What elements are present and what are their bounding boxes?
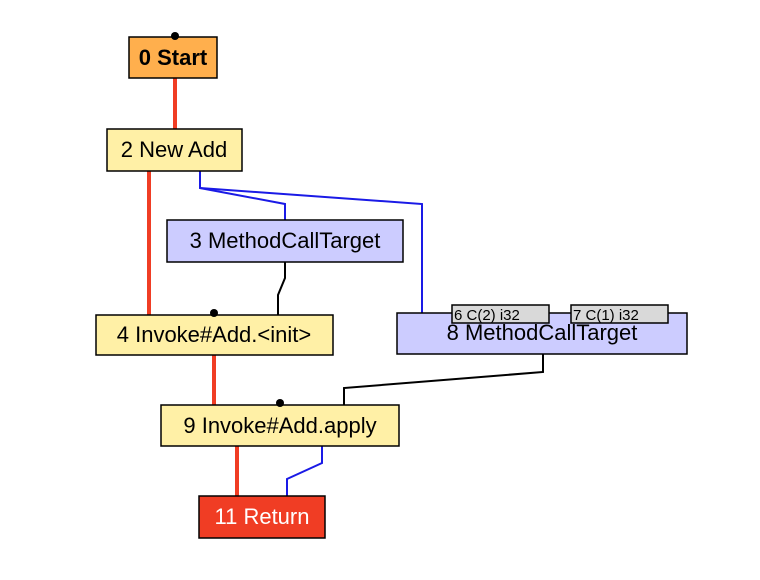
node-call-target-8-label: 8 MethodCallTarget [447,320,638,345]
node-return-box [198,495,326,539]
node-invoke-init-port [210,309,218,317]
node-return[interactable]: 11 Return [198,495,326,539]
edge-call-target-8-to-invoke-apply [343,354,544,405]
node-invoke-apply-port [276,399,284,407]
node-const-6[interactable]: 6 C(2) i32 [451,304,550,324]
node-start-port [171,32,179,40]
node-new-add-label: 2 New Add [121,137,227,162]
node-call-target-3-box [166,219,404,263]
edges [147,78,544,496]
node-call-target-3[interactable]: 3 MethodCallTarget [166,219,404,263]
node-const-6-label: 6 C(2) i32 [454,307,520,324]
node-new-add[interactable]: 2 New Add [106,128,243,172]
node-invoke-apply-label: 9 Invoke#Add.apply [183,413,376,438]
edge-call-target-3-to-invoke-init [277,262,286,315]
node-return-label: 11 Return [215,504,310,529]
edge-invoke-apply-to-return-value [286,446,323,496]
node-invoke-init-box [95,314,334,356]
node-const-7[interactable]: 7 C(1) i32 [570,304,669,324]
node-invoke-init[interactable]: 4 Invoke#Add.<init> [95,309,334,356]
node-invoke-apply-box [160,404,400,447]
node-start-label: 0 Start [139,45,208,70]
edge-new-add-to-call-target-3 [199,171,286,220]
edge-new-add-to-call-target-8 [199,187,423,313]
node-invoke-init-label: 4 Invoke#Add.<init> [117,322,311,347]
node-call-target-3-label: 3 MethodCallTarget [190,228,381,253]
node-invoke-apply[interactable]: 9 Invoke#Add.apply [160,399,400,447]
node-const-7-box [570,304,669,324]
node-const-7-label: 7 C(1) i32 [573,307,639,324]
node-new-add-box [106,128,243,172]
nodes: 0 Start 2 New Add 3 MethodCallTarget 4 I… [95,32,688,539]
node-start[interactable]: 0 Start [128,32,218,79]
node-const-6-box [451,304,550,324]
